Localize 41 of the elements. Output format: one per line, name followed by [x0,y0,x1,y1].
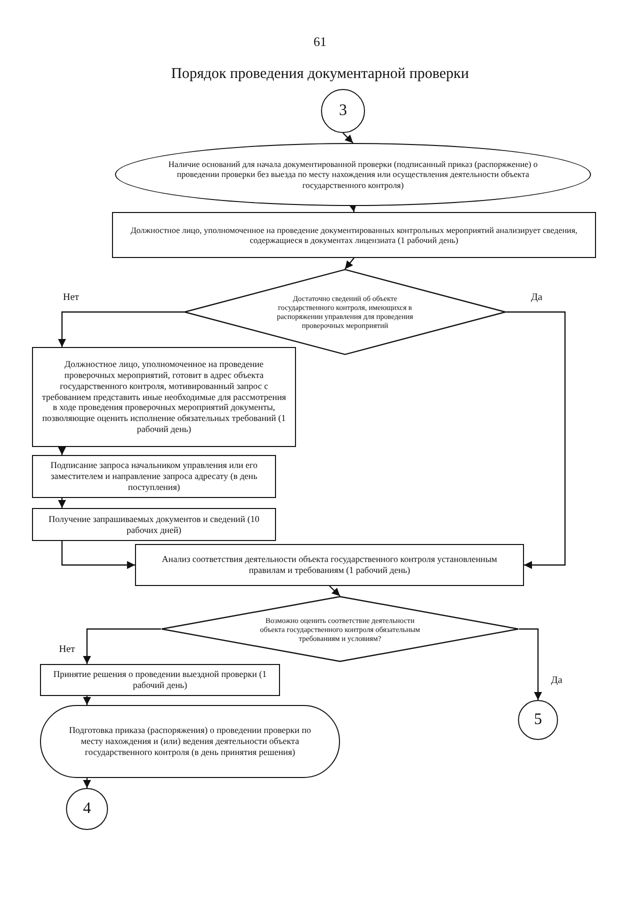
diagram-title: Порядок проведения документарной проверки [170,66,470,83]
node-text: Должностное лицо, уполномоченное на проведение проверочных мероприятий, готовит в адрес объекта государственного контроля, мотивированный запрос с требованием представить иные необходимые для рассмотрения в ходе проведения проверочных мероприятий документы, позволяющие оценить исполнение обязательных требований (1 рабочий день) [41,359,287,435]
arrow [329,586,340,596]
arrow [58,311,184,347]
edge-label: Нет [58,644,76,655]
arrow [83,778,91,788]
connector-circle [66,788,108,830]
arrow [348,203,357,212]
node-text: Подготовка приказа (распоряжения) о проведении проверки по месту нахождения и (или) ведения деятельности объекта государственного контроля (в день принятия решения) [68,725,312,758]
process-box [112,212,596,258]
edge-label: Да [530,292,544,303]
arrow [519,628,542,700]
node-text: 5 [534,710,542,730]
process-box [32,347,296,447]
arrow [58,447,66,455]
arrow [58,498,66,508]
node-text: Наличие оснований для начала документированной проверки (подписанный приказ (распоряжение) о проведении проверки без выезда по месту нахождения или осуществления деятельности объекта государственного контроля) [167,159,539,190]
node-text: 3 [339,101,347,121]
node-text: Должностное лицо, уполномоченное на проведение документированных контрольных мероприятий анализирует сведения, содержащиеся в документах лицензиата (1 рабочий день) [130,224,578,246]
process-box [32,455,276,498]
process-box [135,544,524,586]
node-text: 4 [83,799,91,819]
connector-circle [321,89,365,133]
decision-diamond [184,269,506,355]
node-text: Получение запрашиваемых документов и сведений (10 рабочих дней) [48,514,260,536]
node-text: Анализ соответствия деятельности объекта государственного контроля установленным правилам и требованиям (1 рабочий день) [160,554,498,576]
node-text: Подписание запроса начальником управления или его заместителем и направление запроса адресату (в день поступления) [49,460,258,493]
arrow [342,132,354,144]
decision-diamond [161,596,519,662]
node-text: Принятие решения о проведении выездной проверки (1 рабочий день) [52,669,268,691]
arrow [83,696,91,705]
arrow [61,541,135,569]
edge-label: Нет [62,292,80,303]
process-box [32,508,276,541]
connector-circle [518,700,558,740]
page-number: 61 [312,34,328,50]
arrow [83,628,161,664]
arrow [344,258,354,270]
process-box [40,664,280,696]
arrow [506,311,566,569]
edge-label: Да [550,675,564,686]
